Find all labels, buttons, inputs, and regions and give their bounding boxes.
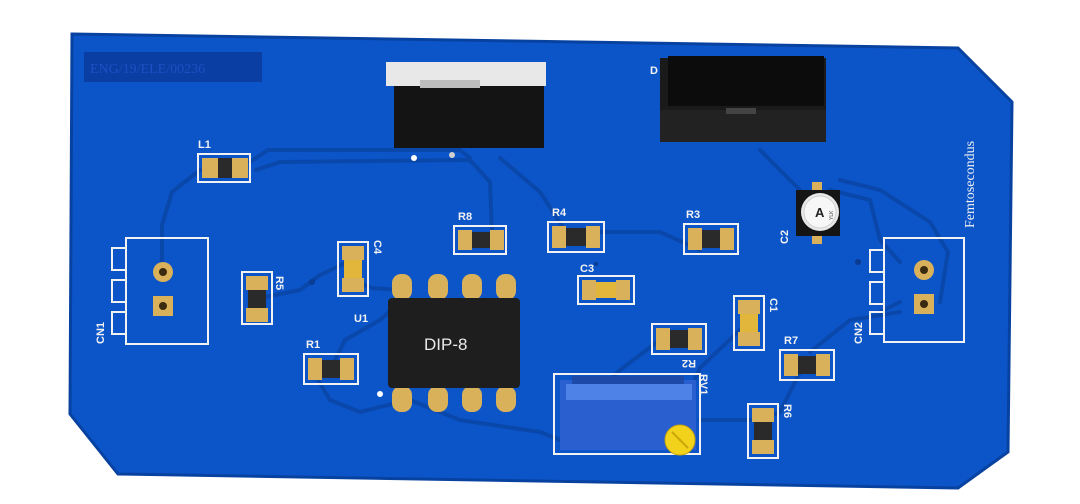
label-r2: R2 xyxy=(682,357,696,369)
label-c2: C2 xyxy=(779,230,791,244)
inductor-l1: L1 xyxy=(197,139,251,183)
resistor-r6: R6 xyxy=(747,403,793,459)
cap-c2-sub: YLK xyxy=(829,210,835,220)
resistor-r5: R5 xyxy=(241,271,285,325)
capacitor-c1: C1 xyxy=(733,295,779,351)
label-u1: U1 xyxy=(354,313,368,325)
trimmer-rv1: RV1 xyxy=(553,373,709,456)
label-rv1: RV1 xyxy=(697,374,709,395)
label-c3: C3 xyxy=(580,263,594,275)
resistor-r1: R1 xyxy=(303,339,359,385)
board-id-box xyxy=(84,52,262,82)
resistor-r4: R4 xyxy=(547,207,605,253)
capacitor-c4: C4 xyxy=(337,240,383,297)
label-cn2: CN2 xyxy=(853,322,865,344)
label-r4: R4 xyxy=(552,207,567,219)
capacitor-c3: C3 xyxy=(577,263,635,305)
label-c1: C1 xyxy=(767,298,779,312)
pcb-outline xyxy=(68,32,1014,490)
brand-label: Femtosecondus xyxy=(963,141,978,228)
resistor-r8: R8 xyxy=(453,211,507,255)
connector-cn1: CN1 xyxy=(95,237,209,345)
resistor-r2: R2 xyxy=(651,323,707,369)
label-r8: R8 xyxy=(458,211,472,223)
label-r3: R3 xyxy=(686,209,700,221)
label-r7: R7 xyxy=(784,335,798,347)
cap-c2-mark: A xyxy=(815,205,825,220)
label-r6: R6 xyxy=(781,404,793,418)
board-id-label: ENG/19/ELE/00236 xyxy=(90,62,205,77)
label-l1: L1 xyxy=(198,139,211,151)
label-cn1: CN1 xyxy=(95,322,107,344)
capacitor-c2: A YLK C2 xyxy=(779,182,840,244)
ic-package-label: DIP-8 xyxy=(424,335,467,354)
connector-cn2: CN2 xyxy=(853,237,965,344)
label-r5: R5 xyxy=(273,276,285,290)
label-c4: C4 xyxy=(371,240,383,255)
diode-d1: D xyxy=(650,56,826,142)
vias xyxy=(309,259,861,285)
regulator-package xyxy=(386,62,546,161)
label-d1: D xyxy=(650,65,658,77)
ic-u1: DIP-8 U1 xyxy=(354,274,520,412)
label-r1: R1 xyxy=(306,339,320,351)
resistor-r3: R3 xyxy=(683,209,739,255)
resistor-r7: R7 xyxy=(779,335,835,381)
